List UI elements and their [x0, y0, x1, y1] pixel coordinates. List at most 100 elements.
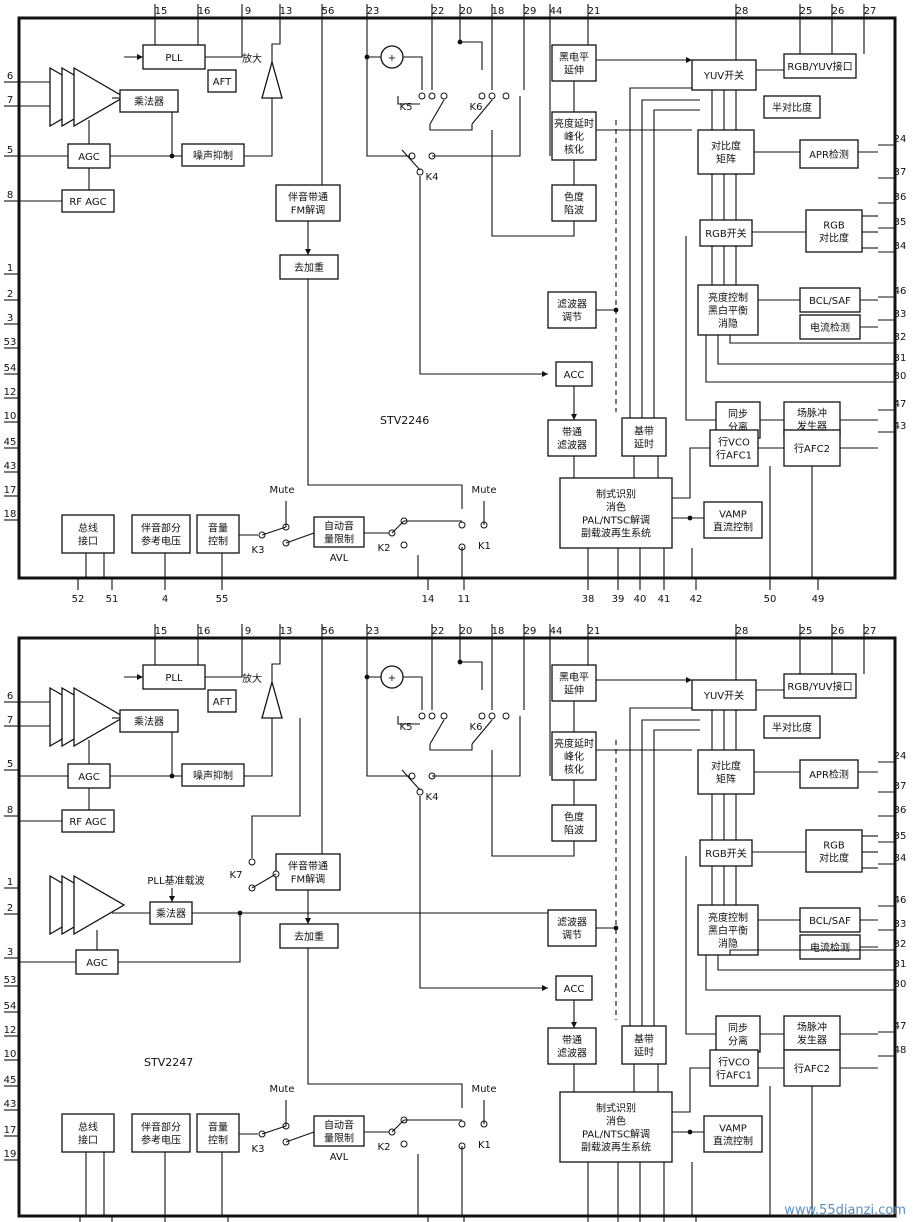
bandpass-filter-label: 带通	[562, 427, 582, 439]
wire	[244, 98, 273, 157]
junction-dot	[457, 659, 463, 665]
wire	[285, 1131, 315, 1143]
pin-label: 21	[588, 626, 601, 637]
pin-label: 36	[894, 192, 907, 203]
pin-label: 39	[612, 594, 625, 605]
sync-separator-box	[715, 1015, 761, 1053]
pll-box	[142, 664, 206, 690]
yuv-switch-label: YUV开关	[703, 69, 744, 82]
amp-label: 放大	[242, 52, 262, 65]
junction-dot	[169, 153, 175, 159]
avl-label: AVL	[330, 553, 349, 564]
avl-label: 自动音	[324, 1119, 354, 1132]
black-stretch-label: 延伸	[564, 65, 584, 77]
pin-label: 7	[7, 95, 13, 106]
bandpass-filter-box	[547, 1027, 597, 1065]
junction-dot	[613, 925, 619, 931]
arrow-head	[542, 371, 548, 377]
rgb-switch-box	[699, 839, 753, 867]
wire	[432, 96, 521, 157]
rf-agc-label: RF AGC	[69, 817, 106, 828]
rgb-contrast-label: RGB	[823, 841, 845, 852]
pin-label: 29	[524, 6, 537, 17]
avl-label: 量限制	[324, 533, 354, 546]
k4-label: K4	[426, 172, 439, 183]
baseband-delay-label: 延时	[634, 1047, 654, 1059]
pin-label: 41	[658, 594, 671, 605]
arrow-head	[305, 249, 311, 255]
pin-label: 30	[894, 371, 907, 382]
pin-label: 2	[7, 289, 13, 300]
pin-label: 45	[4, 437, 17, 448]
mixer-box	[119, 89, 179, 113]
wire	[729, 949, 878, 955]
switch-contact	[416, 168, 424, 176]
pin-label: 15	[155, 626, 168, 637]
pin-label: 12	[4, 1025, 17, 1036]
current-detect-box	[799, 314, 861, 340]
decoder-label: PAL/NTSC解调	[582, 1128, 650, 1141]
pin-label: 8	[7, 805, 13, 816]
mute-label: Mute	[269, 485, 294, 496]
hvco-afc1-label: 行AFC1	[716, 1069, 752, 1082]
vamp-box	[703, 501, 763, 539]
wire	[307, 948, 463, 1108]
bandpass-filter-box	[547, 419, 597, 457]
pin-label: 10	[4, 1049, 17, 1060]
switch-contact	[400, 1140, 408, 1148]
k3-label: K3	[252, 1144, 265, 1155]
vamp-box	[703, 1115, 763, 1153]
switch-contact	[418, 92, 426, 100]
pin-label: 8	[7, 190, 13, 201]
pll-label: PLL	[165, 673, 183, 684]
brightness-control-box	[697, 284, 759, 336]
field-pulse-label: 发生器	[797, 1034, 827, 1047]
luma-delay-label: 峰化	[564, 750, 584, 763]
bus-interface-box	[61, 1113, 115, 1153]
arrow-head	[686, 677, 692, 683]
pin-label: 32	[894, 332, 907, 343]
contrast-matrix-label: 矩阵	[716, 153, 736, 166]
yuv-switch-label: YUV开关	[703, 689, 744, 702]
pin-label: 22	[432, 6, 445, 17]
wire	[717, 335, 878, 365]
apr-detect-box	[799, 139, 859, 169]
arrow-head	[571, 1022, 577, 1028]
filter-tune-label: 调节	[562, 312, 582, 324]
pin-label: 44	[550, 6, 563, 17]
wire	[629, 707, 692, 1026]
arrow-head	[686, 57, 692, 63]
rgb-yuv-interface-box	[783, 673, 857, 699]
aft-label: AFT	[213, 697, 232, 708]
k6-label: K6	[470, 102, 483, 113]
rgb-contrast-box	[805, 209, 863, 253]
k2-label: K2	[378, 543, 391, 554]
adder-sign: +	[388, 673, 396, 684]
brightness-control-label: 黑白平衡	[708, 304, 748, 317]
switch-contact	[488, 712, 496, 720]
noise-suppress-label: 噪声抑制	[193, 769, 233, 782]
apr-detect-label: APR检测	[809, 768, 849, 781]
arrow-head	[169, 896, 175, 902]
amplifier	[261, 59, 283, 99]
afc2-label: 行AFC2	[794, 1062, 830, 1075]
pin-label: 42	[690, 594, 703, 605]
wire	[366, 18, 381, 58]
wire	[285, 532, 315, 544]
k2-label: K2	[378, 1142, 391, 1153]
wire	[401, 769, 421, 791]
pin-label: 21	[588, 6, 601, 17]
switch-contact	[440, 92, 448, 100]
if-amplifier	[73, 686, 126, 748]
second-mixer-label: 乘法器	[156, 907, 186, 920]
de-emphasis-box	[279, 923, 339, 949]
second-agc-label: AGC	[86, 958, 107, 969]
pin-label: 20	[460, 6, 473, 17]
chroma-trap-label: 陷波	[564, 204, 584, 217]
pin-label: 55	[216, 594, 229, 605]
chip-outline	[17, 16, 897, 580]
volume-control-box	[196, 514, 240, 554]
baseband-delay-box	[621, 1025, 667, 1065]
wire	[271, 18, 281, 62]
de-emphasis-label: 去加重	[294, 930, 324, 943]
